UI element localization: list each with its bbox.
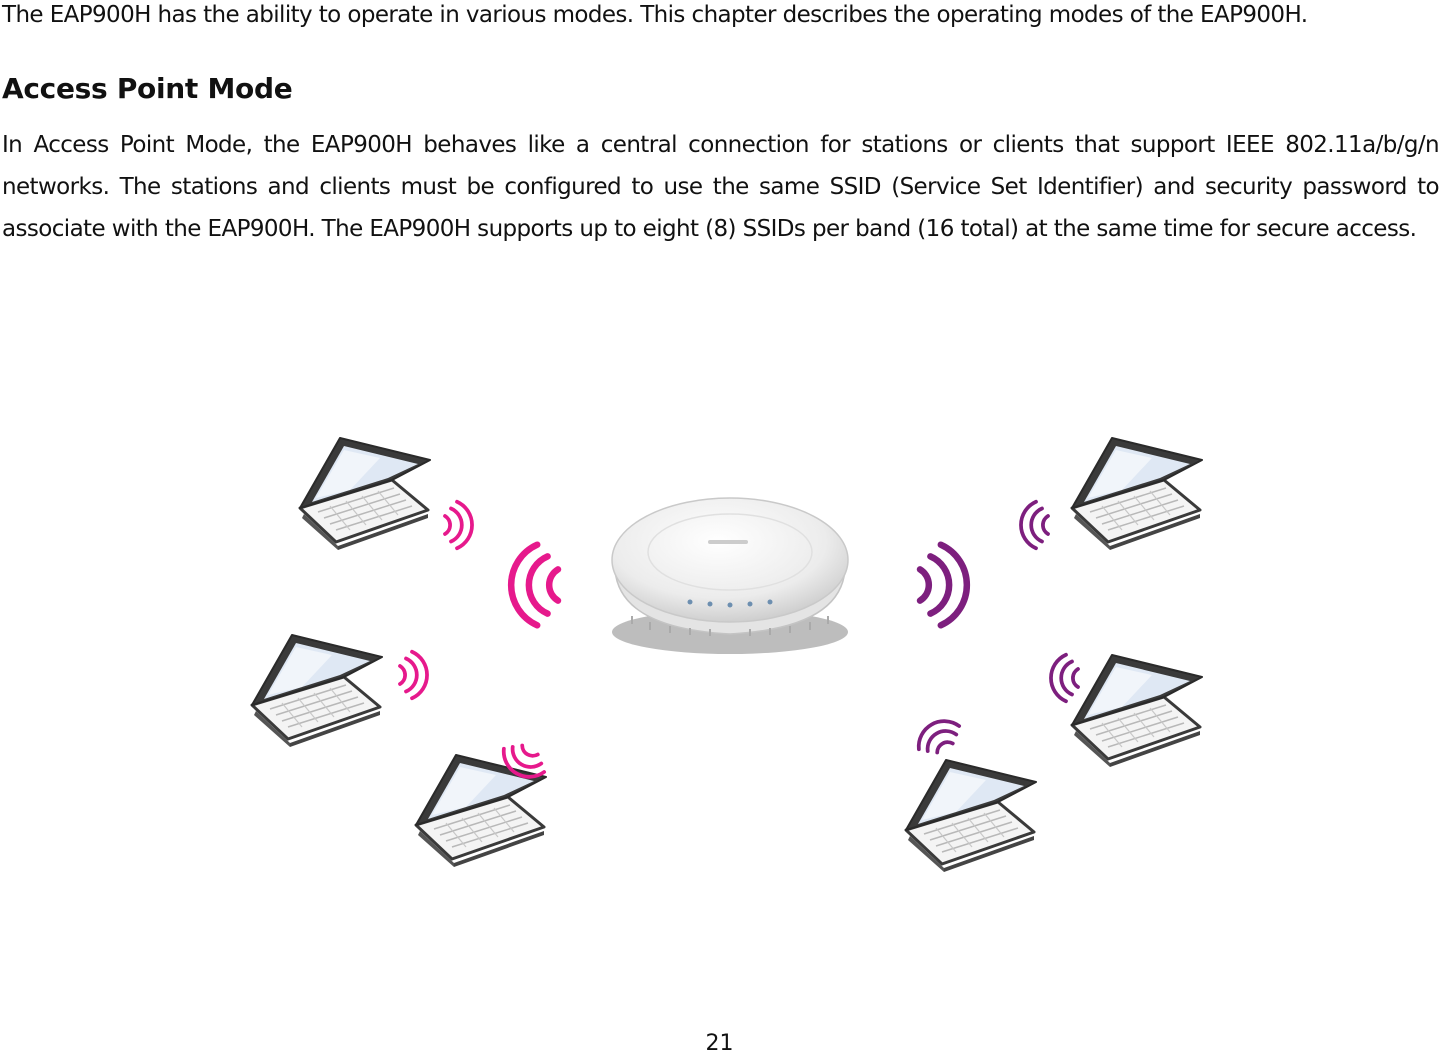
wifi-signal-icon — [398, 649, 429, 701]
wifi-signal-icon — [1019, 499, 1050, 551]
laptop-icon — [1070, 653, 1204, 769]
laptop-icon — [250, 633, 384, 749]
page-number: 21 — [705, 1031, 734, 1056]
laptop-icon — [298, 436, 432, 552]
laptop-icon — [414, 753, 548, 869]
laptop-icon — [904, 758, 1038, 874]
intro-paragraph: The EAP900H has the ability to operate i… — [2, 2, 1308, 28]
section-body-paragraph: In Access Point Mode, the EAP900H behave… — [2, 132, 1439, 242]
wifi-signal-icon — [511, 545, 558, 626]
wifi-signal-icon — [1049, 652, 1080, 704]
laptop-icon — [1070, 436, 1204, 552]
wifi-signal-icon — [920, 545, 967, 626]
access-point-icon — [611, 497, 849, 654]
access-point-mode-diagram — [250, 436, 1204, 874]
section-heading: Access Point Mode — [2, 72, 293, 105]
wifi-signal-icon — [443, 499, 474, 551]
wifi-signal-icon — [909, 711, 968, 762]
